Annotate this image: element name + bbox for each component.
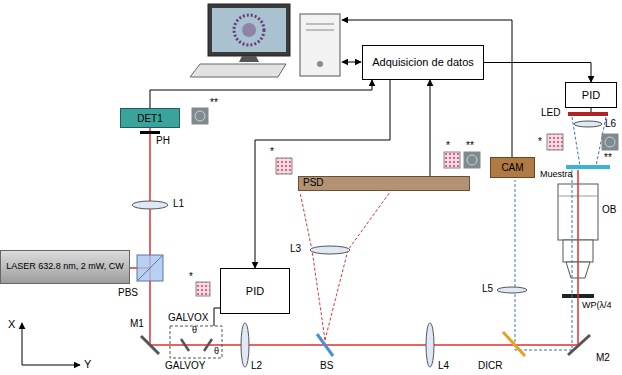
- component-label: GALVOX: [168, 312, 208, 323]
- laser-beam: [577, 170, 579, 345]
- dichroic-mirror: [503, 332, 525, 356]
- monitor-stand: [239, 56, 259, 62]
- mirror-m2: [568, 335, 590, 355]
- laser-beam: [149, 128, 151, 345]
- axis-arrow: [22, 365, 80, 366]
- screen-image: [234, 15, 264, 45]
- component-label: M2: [596, 352, 610, 363]
- marker-symbol: **: [466, 140, 474, 151]
- signal-connector: [484, 63, 591, 83]
- galvo-mirror: [204, 339, 212, 351]
- spot-grid-thumbnail: [444, 152, 460, 168]
- component-label: L2: [251, 360, 262, 371]
- detector-box: DET1: [120, 108, 180, 128]
- component-label: WP(λ/4: [582, 301, 612, 311]
- psd-box: PSD: [298, 176, 470, 191]
- beam-splitter-cube: [137, 255, 163, 281]
- tower-slot: [306, 30, 334, 31]
- pinhole: [140, 131, 160, 134]
- node-text: PID: [246, 285, 264, 297]
- component-label: LED: [541, 107, 560, 118]
- image-thumbnail: [602, 134, 618, 150]
- component-label: L4: [438, 360, 449, 371]
- component-label: L6: [605, 118, 616, 129]
- lens-l3: [310, 246, 350, 254]
- keyboard: [190, 64, 286, 77]
- marker-symbol: **: [604, 152, 612, 163]
- marker-symbol: **: [210, 97, 218, 108]
- monitor-frame: [208, 4, 290, 56]
- lens-l5: [497, 287, 527, 293]
- component-label: PBS: [118, 287, 138, 298]
- component-label: M1: [130, 318, 144, 329]
- galvo-housing: [170, 326, 222, 358]
- data-link: [342, 62, 361, 63]
- screen-image: [242, 23, 256, 37]
- signal-connector: [430, 80, 431, 176]
- camera-box: CAM: [490, 157, 535, 178]
- laser-box: LASER 632.8 nm, 2 mW, CW: [0, 250, 130, 284]
- component-label: PH: [156, 135, 170, 146]
- tower-button: [317, 61, 323, 67]
- component-label: GALVOY: [165, 360, 205, 371]
- component-label: L1: [173, 198, 184, 209]
- axis-label: X: [8, 318, 15, 330]
- led-wire: [591, 108, 592, 112]
- imaging-path: [515, 170, 572, 350]
- marker-symbol: *: [189, 271, 193, 282]
- psd-beam: [300, 192, 390, 340]
- node-text: PID: [582, 89, 600, 101]
- component-label: L3: [290, 243, 301, 254]
- signal-connector: [255, 80, 390, 268]
- spot-grid-thumbnail: [196, 282, 210, 296]
- marker-symbol: *: [270, 146, 274, 157]
- sample-slide: [566, 165, 610, 169]
- node-text: CAM: [501, 162, 523, 173]
- marker-symbol: *: [538, 136, 542, 147]
- axis-label: Y: [84, 358, 91, 370]
- galvo-mirror: [181, 339, 189, 351]
- spot-grid-thumbnail: [276, 158, 292, 174]
- image-thumbnail: [195, 111, 205, 121]
- marker-symbol: *: [446, 140, 450, 151]
- monitor-screen: [212, 8, 286, 52]
- acquisition-box: Adquisicion de datos: [362, 45, 484, 80]
- lens-l2: [241, 323, 249, 367]
- camera-link: [342, 20, 512, 157]
- angle-symbol: θ: [192, 326, 197, 336]
- led-light-cone: [572, 117, 606, 166]
- image-thumbnail: [467, 155, 477, 165]
- component-label: BS: [320, 360, 333, 371]
- lens-l4: [426, 323, 434, 367]
- pid-box: PID: [220, 268, 290, 314]
- image-thumbnail: [605, 137, 615, 147]
- node-text: LASER 632.8 nm, 2 mW, CW: [6, 262, 124, 272]
- pid-box: PID: [565, 82, 617, 108]
- node-text: DET1: [137, 113, 163, 124]
- component-label: DICR: [478, 360, 502, 371]
- component-label: Muestra: [540, 170, 573, 180]
- signal-connector: [150, 80, 372, 108]
- node-text: Adquisicion de datos: [372, 56, 474, 68]
- component-label: OB: [602, 204, 616, 215]
- mirror-m1: [141, 336, 159, 354]
- image-thumbnail: [192, 108, 208, 124]
- node-text: PSD: [303, 177, 324, 188]
- beam-splitter-cube: [137, 255, 163, 281]
- computer-tower: [300, 14, 340, 76]
- tower-slot: [306, 24, 334, 25]
- lens-l6: [574, 121, 602, 127]
- component-label: L5: [482, 283, 493, 294]
- led-source: [568, 112, 608, 116]
- beam-splitter: [317, 334, 333, 356]
- image-thumbnail: [464, 152, 480, 168]
- lens-l1: [132, 201, 168, 209]
- axis-arrow: [22, 323, 23, 365]
- spot-grid-thumbnail: [547, 134, 563, 150]
- angle-symbol: θ: [214, 347, 219, 357]
